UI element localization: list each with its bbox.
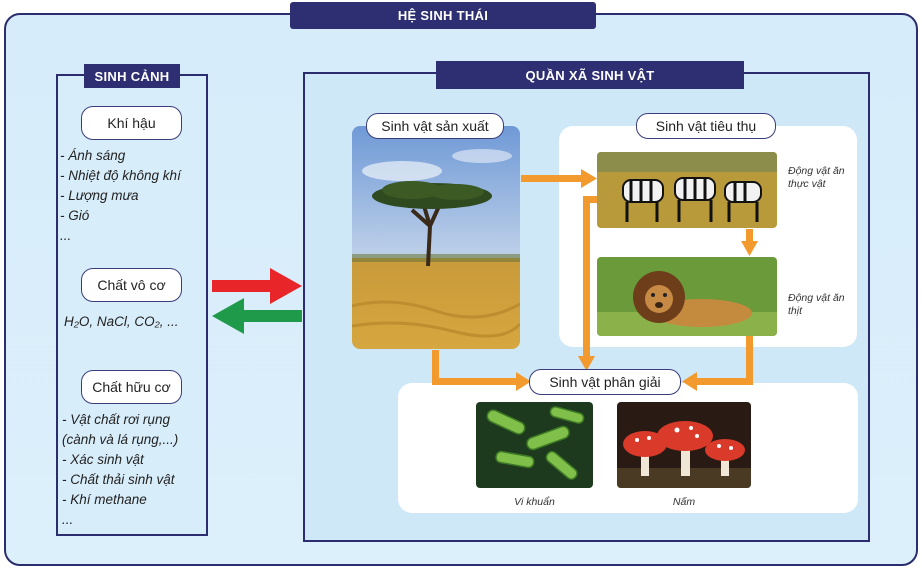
fungi-caption: Nấm [672,496,696,508]
list-item: - Chất thải sinh vật [62,472,175,487]
producer-label: Sinh vật sản xuất [366,113,504,139]
consumer-label: Sinh vật tiêu thụ [636,113,776,139]
list-item: ... [62,512,74,527]
arrow-carnivore-to-decomposer [746,336,753,385]
carnivore-caption: Động vật ăn thịt [788,292,845,317]
list-item: ... [60,228,72,243]
list-item: - Gió [60,208,90,223]
savanna-image [352,126,520,349]
list-item: - Nhiệt độ không khí [60,168,181,183]
red-arrow-right [212,268,302,304]
community-title: QUẦN XÃ SINH VẬT [436,61,744,89]
environment-panel [56,74,208,536]
list-item: - Vật chất rơi rụng [62,412,170,427]
exchange-arrows [212,268,302,334]
list-item: - Khí methane [62,492,147,507]
bacteria-caption: Vi khuẩn [514,496,555,508]
list-item: - Xác sinh vật [62,452,144,467]
arrow-producer-to-herbivore [521,175,583,182]
inorganic-formula: H₂O, NaCl, CO₂, ... [64,314,179,329]
climate-label: Khí hậu [81,106,182,140]
list-item: - Lượng mưa [60,188,139,203]
decomposer-label: Sinh vật phân giải [529,369,681,395]
lion-image [597,257,777,336]
herbivore-caption: Động vật ăn thực vật [788,165,845,190]
zebra-image [597,152,777,228]
climate-list: - Ánh sáng - Nhiệt độ không khí - Lượng … [60,146,208,246]
bacteria-image [476,402,593,488]
arrow-herbivore-to-carnivore [746,229,753,243]
list-item: - Ánh sáng [60,148,126,163]
fungi-image [617,402,751,488]
green-arrow-left [212,298,302,334]
organic-label: Chất hữu cơ [81,370,182,404]
arrow-producer-to-decomposer [432,350,439,384]
organic-list: - Vật chất rơi rụng (cành và lá rụng,...… [62,410,208,530]
page-title: HỆ SINH THÁI [290,2,596,29]
list-item: (cành và lá rụng,...) [62,432,179,447]
environment-title: SINH CẢNH [84,64,180,88]
inorganic-label: Chất vô cơ [81,268,182,302]
